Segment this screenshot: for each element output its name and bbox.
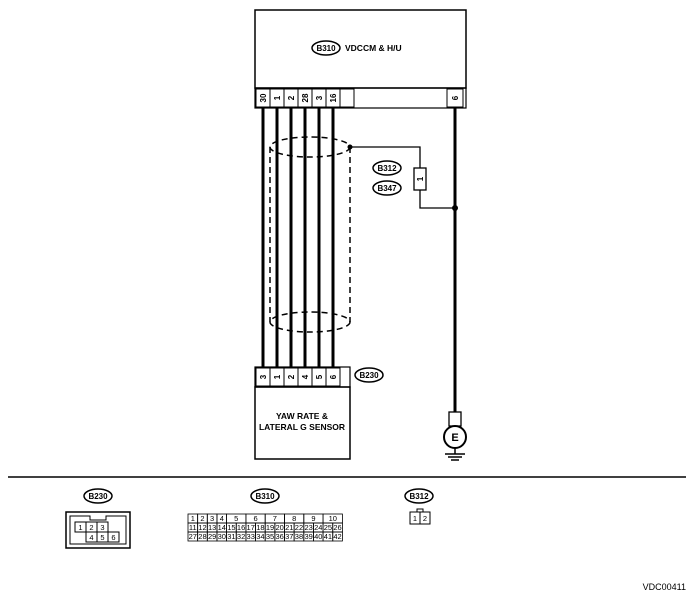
vdccm-pin-2: 2	[287, 95, 296, 100]
vdccm-pin-3: 3	[315, 95, 324, 100]
b312-tag-oval	[372, 160, 402, 176]
legend-b310-pin-26: 26	[333, 523, 341, 532]
legend-b230-pin-1: 1	[78, 523, 82, 532]
diagram-code: VDC00411	[643, 582, 686, 592]
legend-b310-pin-35: 35	[266, 532, 274, 541]
legend-b310-pin-8: 8	[292, 514, 296, 523]
shield-drain-wire	[350, 146, 455, 209]
sensor-pin-2: 2	[287, 374, 296, 379]
legend-b230-pin-3: 3	[100, 523, 104, 532]
legend-b310-pin-37: 37	[285, 532, 293, 541]
sensor-title-line1: YAW RATE &	[276, 411, 328, 421]
vdccm-pin-1: 1	[273, 95, 282, 100]
signal-wires	[261, 108, 335, 367]
sensor-pin-5: 5	[315, 374, 324, 379]
vdccm-pin-30: 30	[259, 93, 268, 102]
legend-b230-pin-6: 6	[111, 533, 115, 542]
legend-b310-pin-12: 12	[198, 523, 206, 532]
ground-wire	[448, 108, 462, 427]
vdccm-tag-oval	[311, 40, 341, 56]
legend-b310-pin-3: 3	[210, 514, 214, 523]
legend-b310-pin-24: 24	[314, 523, 322, 532]
vdccm-pin-28: 28	[301, 93, 310, 102]
wire-shield	[269, 136, 351, 333]
sensor-module: 3 1 2 4 5 6 B230 YAW RATE & LATERAL G SE…	[254, 366, 384, 460]
legend-b310-pin-33: 33	[247, 532, 255, 541]
legend-b310-pin-21: 21	[285, 523, 293, 532]
vdccm-module: B310 VDCCM & H/U 30 1 2 28 3 16 6	[254, 9, 467, 109]
legend-b310-pin-19: 19	[266, 523, 274, 532]
legend-b310-tag: B310	[255, 492, 275, 501]
b347-tag: B347	[377, 184, 397, 193]
vdccm-title: VDCCM & H/U	[345, 43, 402, 53]
legend-b310-pin-27: 27	[189, 532, 197, 541]
shield-junction-dot	[347, 144, 353, 150]
legend-b310-pin-15: 15	[227, 523, 235, 532]
legend-b310-pin-6: 6	[253, 514, 257, 523]
legend-b310-pin-28: 28	[198, 532, 206, 541]
legend-b310-pin-31: 31	[227, 532, 235, 541]
shield-connector: 1 B312 B347	[372, 160, 427, 196]
legend-b230: B230 1 2 3 4 5 6	[65, 488, 131, 549]
legend-b310-pin-42: 42	[333, 532, 341, 541]
legend-b230-pin-4: 4	[89, 533, 93, 542]
sensor-pin-3: 3	[259, 374, 268, 379]
legend-b312-pin-1: 1	[413, 514, 417, 523]
legend-b310-pin-29: 29	[208, 532, 216, 541]
vdccm-pin-row: 30 1 2 28 3 16 6	[255, 88, 464, 108]
legend-b310-pin-7: 7	[273, 514, 277, 523]
legend-b310-pin-10: 10	[329, 514, 337, 523]
legend-b310-pin-23: 23	[304, 523, 312, 532]
legend-b310-pin-39: 39	[304, 532, 312, 541]
legend-b310-pin-20: 20	[276, 523, 284, 532]
sensor-pin-4: 4	[301, 374, 310, 379]
legend-b310-pin-13: 13	[208, 523, 216, 532]
sensor-pin-6: 6	[329, 374, 338, 379]
sensor-title-line2: LATERAL G SENSOR	[259, 422, 345, 432]
vdccm-tag: B310	[316, 44, 336, 53]
legend-b310-pin-34: 34	[256, 532, 264, 541]
legend-b312-tag: B312	[409, 492, 429, 501]
legend-b310-pin-9: 9	[311, 514, 315, 523]
sensor-tag-oval	[354, 367, 384, 383]
legend-b310-pin-4: 4	[220, 514, 224, 523]
legend-b310-pin-17: 17	[247, 523, 255, 532]
legend-b310-cell	[332, 531, 343, 542]
legend-b312: B312 1 2	[404, 488, 434, 525]
vdccm-pin-6: 6	[451, 95, 460, 100]
legend-b310-pin-32: 32	[237, 532, 245, 541]
sensor-tag: B230	[359, 371, 379, 380]
legend-b310-pin-5: 5	[234, 514, 238, 523]
legend-b310-pin-30: 30	[218, 532, 226, 541]
legend-b230-pin-2: 2	[89, 523, 93, 532]
sensor-pin-row: 3 1 2 4 5 6	[255, 367, 341, 387]
ground-label: E	[451, 432, 458, 444]
legend-b310-pin-41: 41	[324, 532, 332, 541]
shield-connector-pin-1: 1	[416, 176, 425, 181]
sensor-pin-1: 1	[273, 374, 282, 379]
legend-b310-pin-2: 2	[200, 514, 204, 523]
legend-b310-pin-40: 40	[314, 532, 322, 541]
legend-b310-pin-36: 36	[276, 532, 284, 541]
legend-b230-pin-5: 5	[100, 533, 104, 542]
legend-b312-pin-2: 2	[423, 514, 427, 523]
legend-b310-pin-11: 11	[189, 523, 197, 532]
b347-tag-oval	[372, 180, 402, 196]
legend-b310-pin-16: 16	[237, 523, 245, 532]
legend-b310-pin-1: 1	[191, 514, 195, 523]
legend-b310-pin-38: 38	[295, 532, 303, 541]
legend-b310-pin-14: 14	[218, 523, 226, 532]
legend-b310-pin-18: 18	[256, 523, 264, 532]
legend-b310-pin-25: 25	[324, 523, 332, 532]
ground-symbol: E	[443, 425, 467, 461]
legend-b310-pin-22: 22	[295, 523, 303, 532]
vdccm-pin-16: 16	[329, 93, 338, 102]
legend-b230-tag: B230	[88, 492, 108, 501]
b312-tag: B312	[377, 164, 397, 173]
